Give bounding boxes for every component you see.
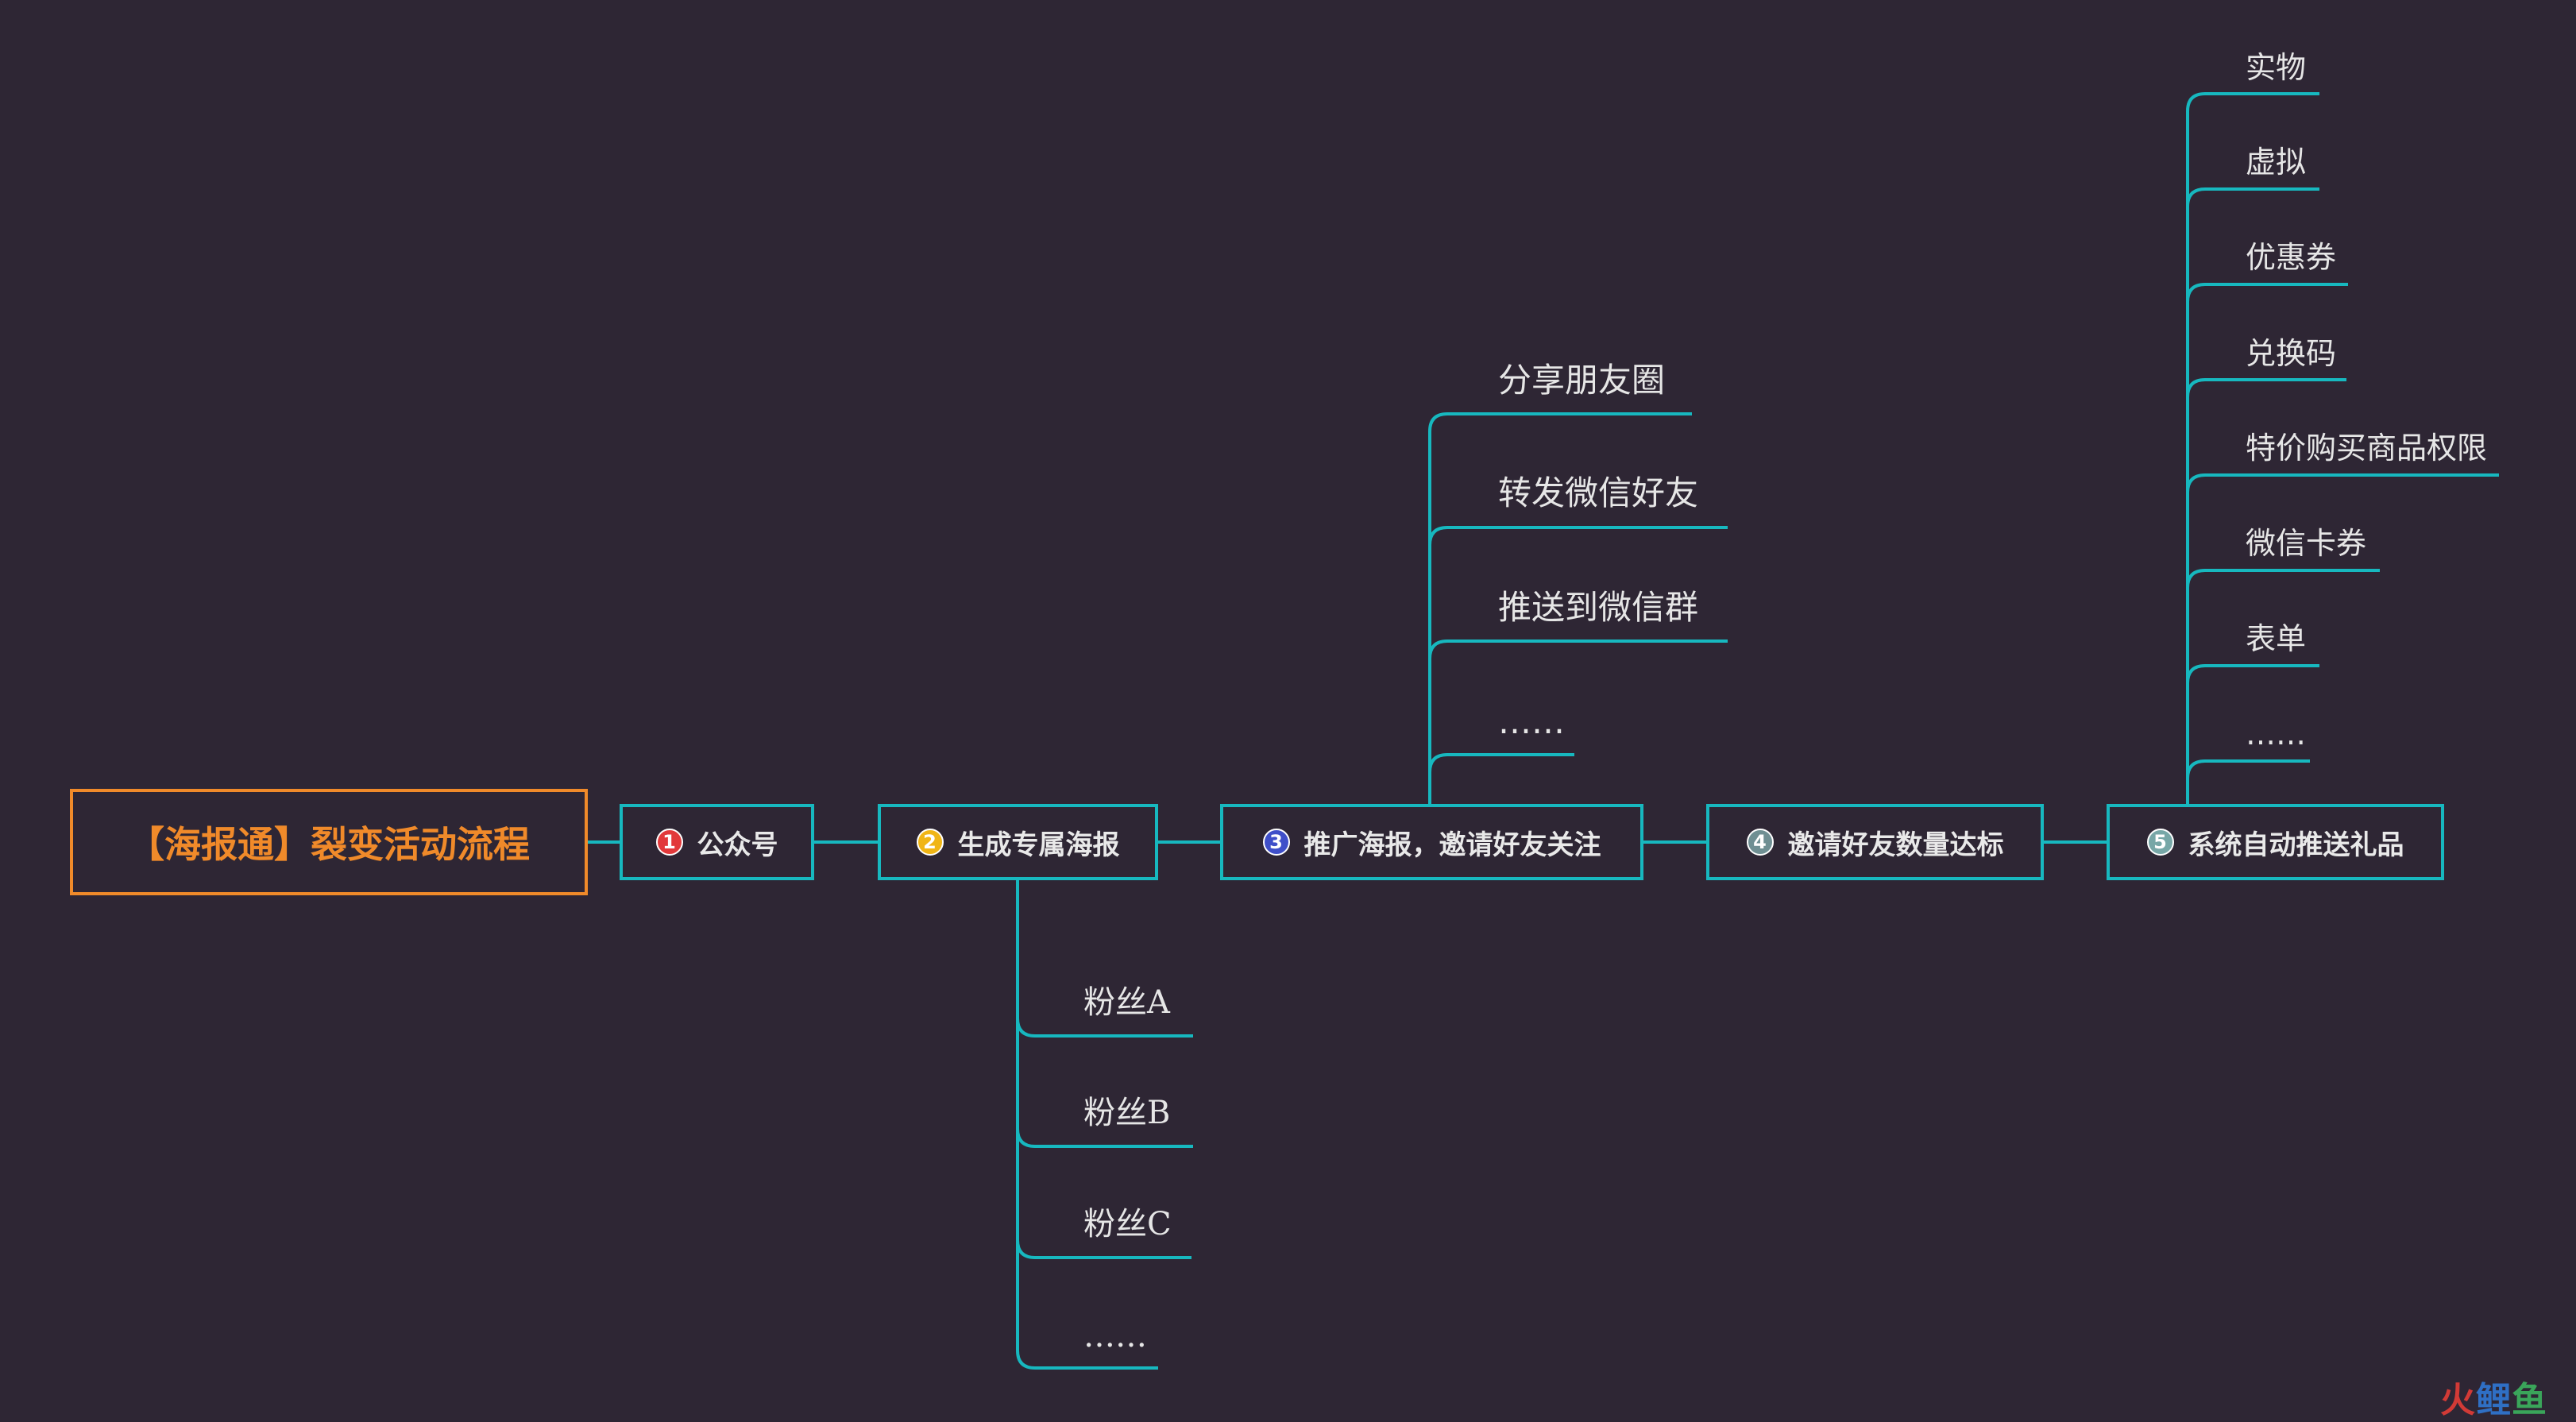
step-2-child-fan-b: 粉丝B (1083, 1095, 1171, 1131)
step-5-child-physical: 实物 (2246, 50, 2307, 85)
step-3-child-push-groups: 推送到微信群 (1498, 588, 1699, 627)
step-5-label: 系统自动推送礼品 (2188, 829, 2404, 861)
step-5-branch-6 (2186, 569, 2380, 804)
step-1-label: 公众号 (697, 829, 778, 861)
step-5-number-badge: 5 (2146, 829, 2174, 856)
step-4-number-badge: 4 (1746, 829, 1774, 856)
step-3-branch-3 (1428, 640, 1728, 804)
step-3-child-moments: 分享朋友圈 (1498, 361, 1666, 400)
root-title: 【海报通】裂变活动流程 (128, 823, 530, 866)
step-2-child-more: …… (1083, 1318, 1147, 1354)
step-1-number-badge: 1 (655, 829, 683, 856)
step-5-branch-5 (2186, 473, 2499, 804)
step-5-branch-7 (2186, 664, 2319, 804)
step-4-node: 4 邀请好友数量达标 (1706, 804, 2044, 880)
step-3-number-badge: 3 (1262, 829, 1290, 856)
step-2-branch-3 (1016, 880, 1191, 1259)
step-5-branch-3 (2186, 283, 2348, 804)
step-2-node: 2 生成专属海报 (878, 804, 1158, 880)
step-2-child-fan-a: 粉丝A (1083, 984, 1170, 1021)
step-5-branch-4 (2186, 378, 2346, 804)
step-5-child-special-price: 特价购买商品权限 (2246, 431, 2488, 466)
step-5-child-more: …… (2246, 717, 2306, 752)
step-3-child-forward-friends: 转发微信好友 (1498, 473, 1699, 512)
step-5-node: 5 系统自动推送礼品 (2107, 804, 2444, 880)
step-4-label: 邀请好友数量达标 (1787, 829, 2004, 861)
step-3-node: 3 推广海报，邀请好友关注 (1220, 804, 1643, 880)
step-3-label: 推广海报，邀请好友关注 (1303, 829, 1601, 861)
step-3-branch-2 (1428, 526, 1728, 804)
step-2-branch-4 (1016, 880, 1158, 1370)
step-2-label: 生成专属海报 (957, 829, 1120, 861)
step-5-child-wechat-card: 微信卡券 (2246, 526, 2367, 561)
step-5-branch-2 (2186, 187, 2319, 804)
step-5-branch-8 (2186, 759, 2310, 804)
step-3-child-more: …… (1498, 702, 1565, 741)
step-3-branch-4 (1428, 753, 1574, 804)
step-5-child-redeem-code: 兑换码 (2246, 336, 2337, 371)
step-5-child-virtual: 虚拟 (2246, 145, 2307, 180)
step-2-number-badge: 2 (916, 829, 944, 856)
root-topic: 【海报通】裂变活动流程 (70, 789, 588, 895)
step-5-child-form: 表单 (2246, 621, 2307, 656)
step-3-branch-1 (1428, 412, 1692, 804)
step-5-child-coupon: 优惠券 (2246, 240, 2337, 275)
watermark-logo: 火鲤鱼 (2440, 1380, 2547, 1420)
step-1-node: 1 公众号 (620, 804, 814, 880)
step-2-child-fan-c: 粉丝C (1083, 1206, 1172, 1242)
step-5-branch-1 (2186, 92, 2319, 804)
